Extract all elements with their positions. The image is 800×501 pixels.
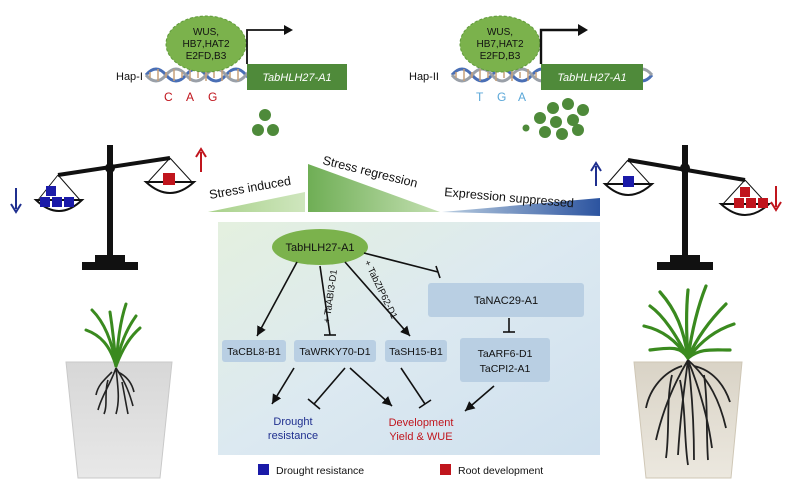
tf-line-1-left: WUS, bbox=[193, 27, 219, 38]
pot-plant-right bbox=[633, 284, 743, 479]
arrow-down-blue-left bbox=[10, 188, 22, 214]
snp-3-left: G bbox=[208, 90, 217, 104]
node-tawrky70-label: TaWRKY70-D1 bbox=[299, 346, 370, 358]
tss-arrow-left bbox=[246, 29, 286, 64]
node-tawrky70 bbox=[294, 340, 376, 362]
edge-hub-tanac29 bbox=[363, 252, 439, 273]
node-tash15-label: TaSH15-B1 bbox=[389, 346, 443, 358]
node-tanac29-label: TaNAC29-A1 bbox=[474, 295, 538, 307]
edge-tawrky70-drought bbox=[271, 367, 295, 405]
roots-right bbox=[645, 359, 731, 466]
hub-label: TabHLH27-A1 bbox=[285, 242, 354, 254]
edge-tawrky70-drought-inh bbox=[313, 367, 346, 405]
edge-tash15-dev bbox=[400, 367, 426, 405]
arrow-up-blue-right bbox=[590, 161, 602, 186]
node-tacbl8-label: TaCBL8-B1 bbox=[227, 346, 281, 358]
arrow-up-red-left bbox=[195, 147, 207, 172]
gene-label-left: TabHLH27-A1 bbox=[262, 72, 331, 84]
tf-line-2-left: HB7,HAT2 bbox=[182, 39, 229, 50]
leaves-left bbox=[84, 302, 142, 368]
legend-drought-swatch bbox=[258, 464, 269, 475]
roots-left bbox=[95, 367, 135, 415]
snp-3-right: A bbox=[518, 90, 526, 104]
network-edges bbox=[256, 252, 515, 412]
gene-box-left bbox=[247, 64, 347, 90]
arrow-down-red-right bbox=[770, 186, 782, 212]
node-tash15 bbox=[385, 340, 447, 362]
hap1-label: Hap-I bbox=[116, 71, 143, 83]
expression-dots-right bbox=[522, 98, 589, 140]
tf-line-3-left: E2FD,B3 bbox=[186, 51, 227, 62]
tf-line-2-right: HB7,HAT2 bbox=[476, 39, 523, 50]
snp-2-left: A bbox=[186, 90, 194, 104]
edge-tawrky70-drought-inh-bar bbox=[307, 398, 321, 410]
edge-taarf6-dev bbox=[464, 385, 495, 412]
node-taarf6-tacpi2 bbox=[460, 338, 550, 382]
leaves-right bbox=[642, 284, 736, 360]
gene-box-right bbox=[541, 64, 643, 90]
tf-cloud-left bbox=[165, 15, 247, 73]
node-tacpi2-label: TaCPI2-A1 bbox=[480, 363, 531, 375]
outcome-dev-line2: Yield & WUE bbox=[389, 431, 452, 443]
edge-tawrky70-dev bbox=[349, 367, 393, 407]
snp-1-right: T bbox=[476, 90, 484, 104]
balance-scale-right bbox=[602, 145, 772, 270]
legend-root-label: Root development bbox=[458, 465, 543, 477]
phase-wedges bbox=[208, 164, 600, 216]
hap2-label: Hap-II bbox=[409, 71, 439, 83]
tf-line-3-right: E2FD,B3 bbox=[480, 51, 521, 62]
legend-drought-label: Drought resistance bbox=[276, 465, 364, 477]
outcome-drought-line2: resistance bbox=[268, 430, 318, 442]
expression-dots-left bbox=[252, 109, 279, 136]
snp-2-right: G bbox=[497, 90, 506, 104]
node-tacbl8 bbox=[222, 340, 286, 362]
edge-hub-tawrky70 bbox=[319, 265, 331, 336]
outcome-dev-line1: Development bbox=[389, 417, 454, 429]
edge-hub-tash15 bbox=[344, 261, 411, 337]
node-taarf6-label: TaARF6-D1 bbox=[478, 348, 533, 360]
balance-scale-left bbox=[33, 145, 197, 270]
outcome-drought-line1: Drought bbox=[273, 416, 312, 428]
tss-arrow-right bbox=[539, 28, 580, 64]
gene-label-right: TabHLH27-A1 bbox=[557, 72, 626, 84]
node-tanac29 bbox=[428, 283, 584, 317]
pot-plant-left bbox=[65, 302, 173, 479]
right-haplotype: Hap-II WUS, HB7,HAT2 E2FD,B3 TabHLH27-A1… bbox=[409, 15, 654, 140]
edge-hub-tanac29-bar bbox=[435, 265, 441, 279]
snp-1-left: C bbox=[164, 90, 173, 104]
tf-line-1-right: WUS, bbox=[487, 27, 513, 38]
edge-hub-tacbl8 bbox=[256, 261, 298, 337]
left-haplotype: Hap-I WUS, HB7,HAT2 E2FD,B3 TabHLH27-A1 … bbox=[116, 15, 348, 136]
hub-node bbox=[272, 229, 368, 265]
legend: Drought resistance Root development bbox=[258, 464, 543, 477]
edge-tash15-dev-bar bbox=[418, 399, 432, 409]
legend-root-swatch bbox=[440, 464, 451, 475]
